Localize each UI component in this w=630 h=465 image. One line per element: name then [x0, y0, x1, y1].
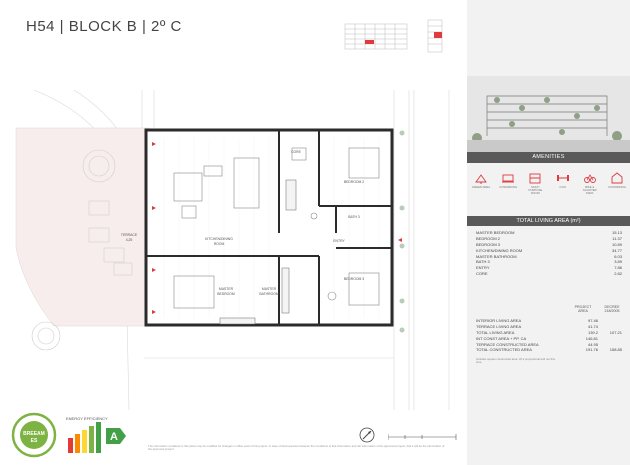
decree-header: DECREE 218/2005 — [604, 305, 620, 314]
building-rendering — [467, 76, 630, 152]
disclaimer: The information contained in this plans … — [148, 444, 445, 452]
floor-keyplan — [427, 19, 443, 53]
amenity-bike-park: BIKE & SCOOTER PARK — [579, 172, 601, 196]
amenity-coworking: COWORKING — [497, 172, 519, 196]
label-core: CORE — [291, 150, 302, 154]
north-arrow-icon — [359, 427, 375, 443]
amenity-green-area: GREEN AREA — [470, 172, 492, 196]
floor-plan: TERRACE 4,25 KITCHEN/DINING ROOM MASTER … — [15, 89, 450, 410]
label-kitchen: KITCHEN/DINING — [205, 237, 233, 241]
svg-text:BATHROOM: BATHROOM — [259, 292, 279, 296]
summary-note: Includes square constructed area. Of a p… — [476, 357, 555, 365]
scale-bar — [388, 434, 457, 440]
svg-text:ES: ES — [31, 438, 38, 444]
label-entry: ENTRY — [333, 239, 345, 243]
multipurpose-room-icon — [529, 173, 541, 184]
breeam-badge: BREEAM ES — [11, 412, 57, 458]
label-bedroom3: BEDROOM 3 — [344, 277, 364, 281]
amenity-coworking-space: COWORKING — [606, 172, 628, 196]
living-area-title: TOTAL LIVING AREA (m²) — [467, 216, 630, 226]
svg-text:ROOM: ROOM — [214, 242, 225, 246]
green-area-icon — [475, 174, 487, 184]
svg-text:4,25: 4,25 — [126, 238, 133, 242]
block-keyplan — [344, 23, 408, 50]
unit-title: H54 | BLOCK B | 2º C — [26, 18, 182, 35]
gym-icon — [556, 175, 569, 181]
amenity-gym: GYM — [552, 172, 574, 196]
coworking-space-icon — [611, 172, 623, 184]
energy-title: ENERGY EFFICIENCY — [66, 416, 108, 421]
label-bedroom2: BEDROOM 2 — [344, 180, 364, 184]
project-area-header: PROJECT AREA — [574, 305, 592, 314]
energy-class: A — [110, 431, 118, 443]
energy-efficiency-badge: ENERGY EFFICIENCY A — [66, 416, 126, 453]
label-master: MASTER — [219, 287, 234, 291]
breeam-text: BREEAM — [23, 431, 45, 437]
label-master-bath: MASTER — [262, 287, 277, 291]
amenity-multipurpose: MULTI PURPOSE ROOM — [524, 172, 546, 196]
label-bath3: BATH 3 — [348, 215, 360, 219]
label-terrace: TERRACE — [121, 233, 138, 237]
bike-park-icon — [583, 174, 596, 183]
coworking-icon — [502, 174, 515, 183]
amenities-list: GREEN AREA COWORKING MULTI PURPOSE ROOM … — [470, 172, 628, 196]
amenities-title: AMENITIES — [467, 152, 630, 163]
svg-text:BEDROOM: BEDROOM — [217, 292, 235, 296]
